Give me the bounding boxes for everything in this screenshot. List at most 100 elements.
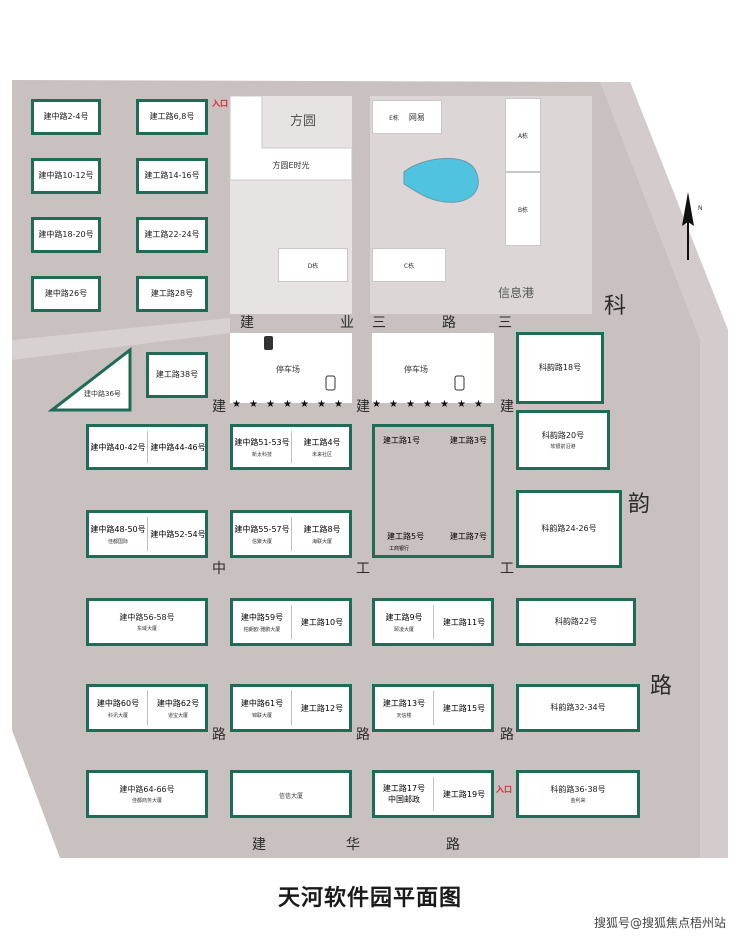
star-icon: ★ xyxy=(266,399,275,410)
block-jz6466[interactable]: 建中路64-66号佳都商务大厦 xyxy=(86,770,208,818)
block-jz4046[interactable]: 建中路40-42号 建中路44-46号 xyxy=(86,424,208,470)
block-jg15[interactable]: 建工路15号 xyxy=(435,687,493,729)
star-icon: ★ xyxy=(372,399,381,410)
block-jg17-19[interactable]: 建工路17号中国邮政 建工路19号 xyxy=(372,770,494,818)
block-jz62[interactable]: 建中路62号道宝大厦 xyxy=(149,687,207,729)
block-jg1416[interactable]: 建工路14-16号 xyxy=(136,158,208,194)
block-label: 建工路8号 xyxy=(303,524,341,534)
star-icon: ★ xyxy=(232,399,241,410)
block-jz24[interactable]: 建中路2-4号 xyxy=(31,99,101,135)
block-jg2224[interactable]: 建工路22-24号 xyxy=(136,217,208,253)
block-label: 建工路15号 xyxy=(442,703,486,713)
block-jz4042[interactable]: 建中路40-42号 xyxy=(89,427,147,467)
building-a-label: A栋 xyxy=(517,132,529,140)
block-jg1[interactable]: 建工路1号 xyxy=(383,436,421,445)
road-jiangong-3: 路 xyxy=(356,727,370,743)
block-jz4446[interactable]: 建中路44-46号 xyxy=(149,427,207,467)
block-label: 建工路17号 xyxy=(382,784,426,793)
block-sub: 信聚大厦 xyxy=(251,538,272,545)
block-jg3[interactable]: 建工路3号 xyxy=(449,436,487,445)
block-jz26[interactable]: 建中路26号 xyxy=(31,276,101,312)
road-keyun-1: 科 xyxy=(604,294,627,319)
block-jz5153-jg4[interactable]: 建中路51-53号新太科技 建工路4号未来社区 xyxy=(230,424,352,470)
block-jg7[interactable]: 建工路7号 xyxy=(449,532,487,541)
north-arrow-icon xyxy=(682,192,694,226)
building-fangyuan-e: 方圆E时光 xyxy=(272,160,310,170)
block-label: 建中路62号 xyxy=(156,698,200,708)
block-jg28[interactable]: 建工路28号 xyxy=(136,276,208,312)
block-label: 建中路44-46号 xyxy=(150,442,206,452)
block-jz4850[interactable]: 建中路48-50号佳都国际 xyxy=(89,513,147,555)
building-c-label: C栋 xyxy=(403,262,415,270)
block-jz5557[interactable]: 建中路55-57号信聚大厦 xyxy=(233,513,291,555)
block-divider xyxy=(291,431,292,463)
block-sub: 科讯大厦 xyxy=(107,712,128,719)
block-jg12[interactable]: 建工路12号 xyxy=(293,687,351,729)
road-jiangong2-2: 工 xyxy=(500,561,514,577)
block-jg1-7[interactable]: 建工路1号 建工路3号 建工路5号 工商银行 建工路7号 xyxy=(372,424,494,558)
block-jg11[interactable]: 建工路11号 xyxy=(435,601,493,643)
star-icon: ★ xyxy=(406,399,415,410)
block-jz59[interactable]: 建中路59号柏朗欧·雅鹏大厦 xyxy=(233,601,291,643)
block-xinxin[interactable]: 信信大厦 xyxy=(230,770,352,818)
entrance-top: 入口 xyxy=(212,99,228,108)
block-jz36[interactable] xyxy=(47,346,132,412)
block-jg19[interactable]: 建工路19号 xyxy=(435,773,493,815)
block-jz5153[interactable]: 建中路51-53号新太科技 xyxy=(233,427,291,467)
road-jianzhong-1: 建 xyxy=(212,399,226,415)
building-b: B栋 xyxy=(505,172,541,246)
block-jg10[interactable]: 建工路10号 xyxy=(293,601,351,643)
keyun-road-band xyxy=(600,82,728,858)
block-label: 建中路59号 xyxy=(240,612,284,622)
block-jg8[interactable]: 建工路8号海联大厦 xyxy=(293,513,351,555)
block-ky22[interactable]: 科韵路22号 xyxy=(516,598,636,646)
block-jz1820[interactable]: 建中路18-20号 xyxy=(31,217,101,253)
star-icon: ★ xyxy=(423,399,432,410)
road-jianye-3: 三 xyxy=(372,315,386,331)
block-jg68[interactable]: 建工路6,8号 xyxy=(136,99,208,135)
block-ky2426[interactable]: 科韵路24-26号 xyxy=(516,490,622,568)
block-jz61-jg12[interactable]: 建中路61号锦联大厦 建工路12号 xyxy=(230,684,352,732)
block-jz59-jg10[interactable]: 建中路59号柏朗欧·雅鹏大厦 建工路10号 xyxy=(230,598,352,646)
block-jg4[interactable]: 建工路4号未来社区 xyxy=(293,427,351,467)
block-ky3234[interactable]: 科韵路32-34号 xyxy=(516,684,640,732)
block-label: 建中路40-42号 xyxy=(90,442,146,452)
block-jz61[interactable]: 建中路61号锦联大厦 xyxy=(233,687,291,729)
star-icon: ★ xyxy=(317,399,326,410)
block-ky20[interactable]: 科韵路20号软银前沿港 xyxy=(516,410,610,470)
block-jz5557-jg8[interactable]: 建中路55-57号信聚大厦 建工路8号海联大厦 xyxy=(230,510,352,558)
block-jz1012[interactable]: 建中路10-12号 xyxy=(31,158,101,194)
block-jg38[interactable]: 建工路38号 xyxy=(146,352,208,398)
block-jg9-11[interactable]: 建工路9号颐凌大厦 建工路11号 xyxy=(372,598,494,646)
block-jg17[interactable]: 建工路17号中国邮政 xyxy=(375,773,433,815)
car-icon xyxy=(454,375,465,391)
watermark: 搜狐号@搜狐焦点梧州站 xyxy=(593,916,726,930)
star-icon: ★ xyxy=(389,399,398,410)
block-divider xyxy=(147,431,148,463)
block-ky18[interactable]: 科韵路18号 xyxy=(516,332,604,404)
car-icon xyxy=(325,375,336,391)
block-label: 建中路48-50号 xyxy=(90,524,146,534)
block-sub: 中国邮政 xyxy=(388,795,420,804)
block-jg13[interactable]: 建工路13号天信楼 xyxy=(375,687,433,729)
block-jz5658[interactable]: 建中路56-58号东域大厦 xyxy=(86,598,208,646)
block-jg13-15[interactable]: 建工路13号天信楼 建工路15号 xyxy=(372,684,494,732)
block-jz60[interactable]: 建中路60号科讯大厦 xyxy=(89,687,147,729)
block-label: 建工路28号 xyxy=(150,289,194,298)
block-ky3638[interactable]: 科韵路36-38号金利来 xyxy=(516,770,640,818)
road-jianye-2: 业 xyxy=(340,315,354,331)
block-jg9[interactable]: 建工路9号颐凌大厦 xyxy=(375,601,433,643)
block-jg5[interactable]: 建工路5号 xyxy=(387,532,425,541)
block-jz6062[interactable]: 建中路60号科讯大厦 建中路62号道宝大厦 xyxy=(86,684,208,732)
block-divider xyxy=(147,517,148,551)
star-icon: ★ xyxy=(300,399,309,410)
road-keyun-2: 韵 xyxy=(628,492,651,517)
block-label: 建工路19号 xyxy=(442,789,486,799)
road-jiangong2-1: 建 xyxy=(500,399,514,415)
block-divider xyxy=(433,777,434,811)
block-divider xyxy=(147,691,148,725)
block-label: 建中路61号 xyxy=(240,698,284,708)
block-jz4854[interactable]: 建中路48-50号佳都国际 建中路52-54号 xyxy=(86,510,208,558)
block-jz5254[interactable]: 建中路52-54号 xyxy=(149,513,207,555)
